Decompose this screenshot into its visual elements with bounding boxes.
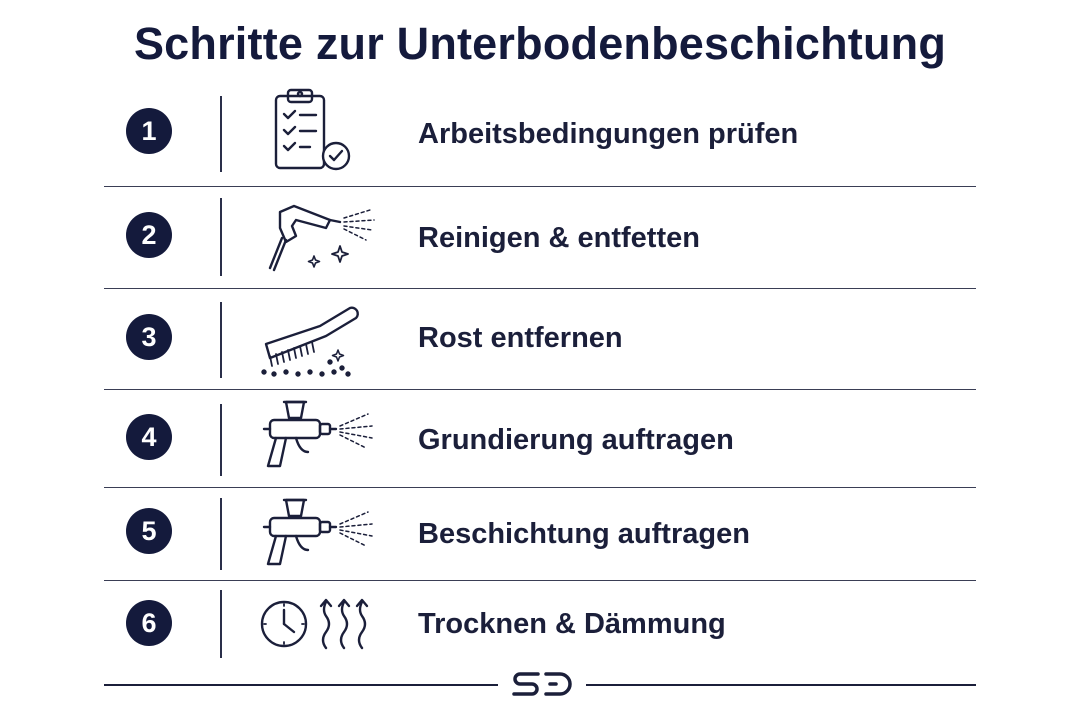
sd-logo — [510, 670, 574, 698]
wire-brush-icon — [246, 300, 376, 380]
step-row-6: 6 Trocknen & Dämmung — [104, 584, 976, 666]
row-separator — [104, 487, 976, 488]
row-divider — [220, 198, 222, 276]
step-row-1: 1 Arbeitsbedingungen prüfen — [104, 88, 976, 186]
step-row-5: 5 Beschichtung auftragen — [104, 490, 976, 580]
step-label: Arbeitsbedingungen prüfen — [418, 118, 799, 150]
step-label: Reinigen & entfetten — [418, 222, 700, 254]
step-number-badge: 4 — [126, 414, 172, 460]
row-separator — [104, 580, 976, 581]
page-title: Schritte zur Unterbodenbeschichtung — [133, 18, 947, 69]
row-divider — [220, 302, 222, 378]
step-number-badge: 5 — [126, 508, 172, 554]
step-number-badge: 2 — [126, 212, 172, 258]
step-row-4: 4 Grundierung auftragen — [104, 394, 976, 486]
step-label: Trocknen & Dämmung — [418, 608, 726, 640]
step-number-badge: 3 — [126, 314, 172, 360]
row-separator — [104, 288, 976, 289]
row-divider — [220, 498, 222, 570]
step-label: Beschichtung auftragen — [418, 518, 750, 550]
clipboard-check-icon — [246, 88, 376, 171]
step-label: Grundierung auftragen — [418, 424, 734, 456]
row-separator — [104, 186, 976, 187]
step-label: Rost entfernen — [418, 322, 623, 354]
clock-heat-icon — [246, 584, 376, 664]
pressure-washer-icon — [246, 198, 376, 278]
step-number-badge: 6 — [126, 600, 172, 646]
footer-divider-right — [586, 684, 976, 686]
footer-divider-left — [104, 684, 498, 686]
step-row-3: 3 Rost entfernen — [104, 292, 976, 390]
row-separator — [104, 389, 976, 390]
spray-gun-icon — [246, 396, 376, 476]
step-number-badge: 1 — [126, 108, 172, 154]
step-row-2: 2 Reinigen & entfetten — [104, 190, 976, 288]
row-divider — [220, 404, 222, 476]
row-divider — [220, 96, 222, 172]
spray-gun-icon — [246, 494, 376, 574]
row-divider — [220, 590, 222, 658]
